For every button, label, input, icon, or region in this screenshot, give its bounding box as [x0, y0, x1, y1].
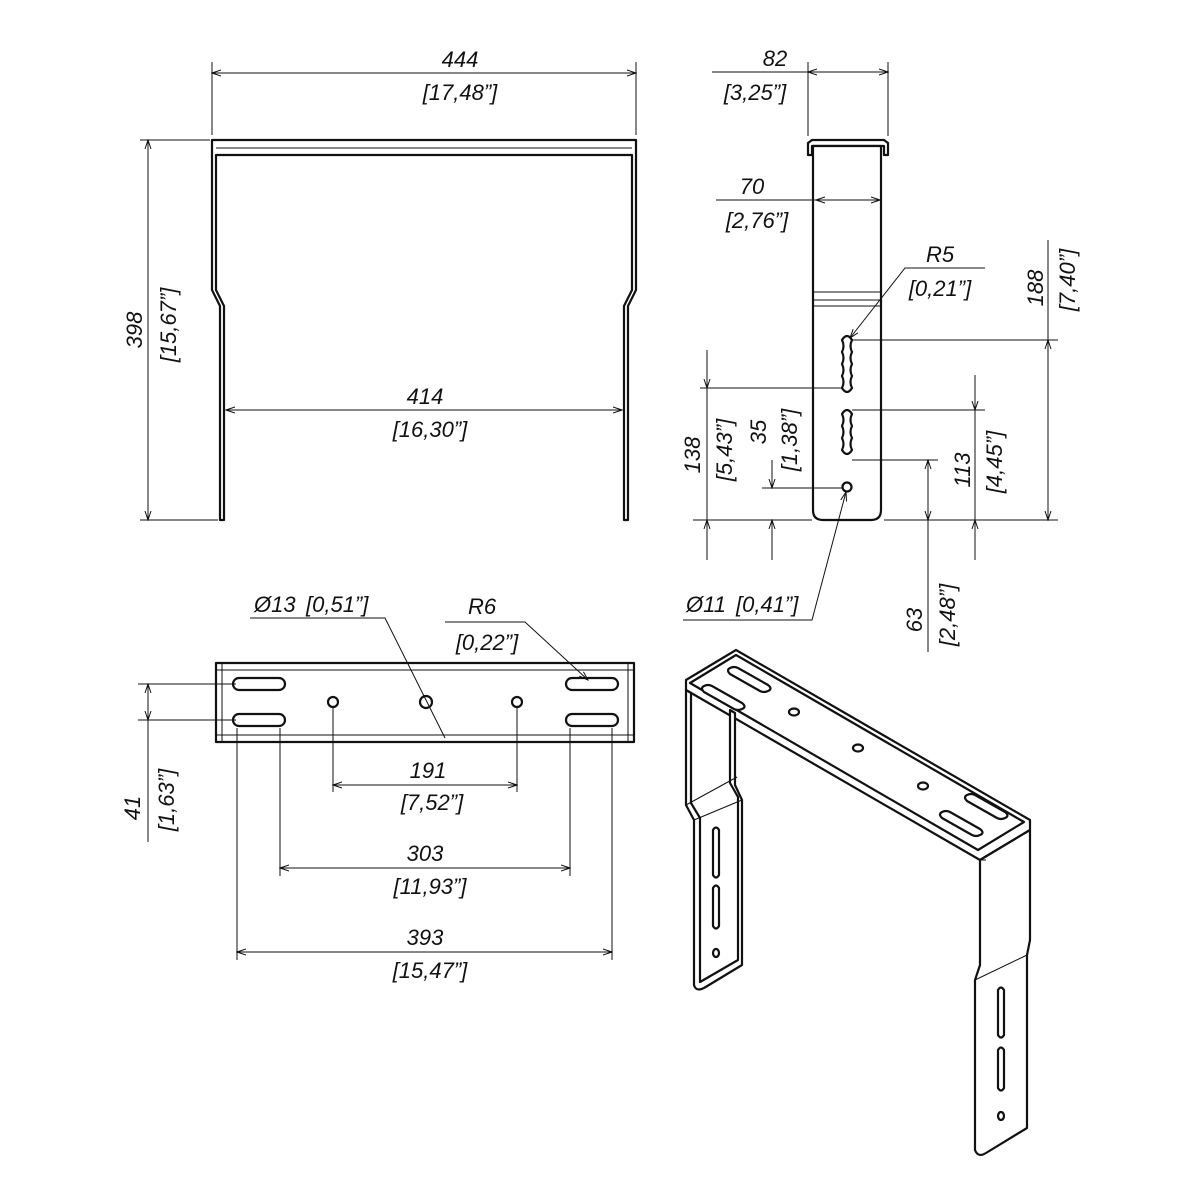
- dim-35: 35 [1,38”]: [746, 408, 842, 560]
- dim-label: [5,43”]: [712, 418, 737, 482]
- dim-r6: R6 [0,22”]: [445, 594, 588, 680]
- dim-label: 63: [902, 607, 927, 632]
- dim-label: [7,40”]: [1055, 248, 1080, 312]
- iso-leg-slots: [711, 826, 1006, 1122]
- iso-left-leg: [684, 688, 744, 991]
- dim-444: 444 [17,48”]: [212, 47, 636, 135]
- dim-label: 113: [950, 452, 975, 488]
- dim-191: 191 [7,52”]: [333, 708, 517, 815]
- side-view: 82 [3,25”] 70 [2,76”] R5 [0,21”] 188 [7,…: [680, 46, 1080, 652]
- isometric-view: [684, 648, 1032, 1157]
- dim-label: [0,51”]: [305, 592, 369, 617]
- dim-63: 63 [2,48”]: [852, 460, 960, 652]
- slot: [564, 712, 620, 728]
- dim-label: 138: [680, 436, 705, 473]
- hole: [326, 695, 340, 709]
- front-view: 444 [17,48”] 398 [15,67”] 414 [16,30”]: [122, 47, 638, 522]
- dim-label: 191: [410, 758, 447, 783]
- dim-r5: R5 [0,21”]: [850, 242, 985, 338]
- dim-label: [2,76”]: [725, 208, 789, 233]
- dim-label: 70: [740, 174, 765, 199]
- dim-label: 398: [122, 311, 147, 348]
- dim-label: [16,30”]: [392, 417, 468, 442]
- dim-hole-13: Ø13 [0,51”]: [250, 592, 446, 739]
- dim-label: [15,47”]: [392, 958, 468, 983]
- side-hole: [841, 481, 853, 493]
- dim-label: 303: [407, 841, 444, 866]
- side-strip: [811, 144, 883, 522]
- dim-hole-11: Ø11 [0,41”]: [683, 492, 846, 621]
- dim-label: [11,93”]: [393, 874, 468, 899]
- dim-label: Ø13: [253, 592, 296, 617]
- dim-label: [0,21”]: [908, 276, 972, 301]
- dim-label: 444: [442, 47, 479, 72]
- hole: [510, 695, 524, 709]
- dim-label: 41: [120, 796, 145, 820]
- slot: [564, 676, 620, 692]
- dim-138: 138 [5,43”]: [680, 350, 842, 560]
- dim-113: 113 [4,45”]: [852, 375, 1007, 560]
- dim-label: 188: [1023, 269, 1048, 306]
- upper-slot: [840, 334, 854, 394]
- iso-slots: [700, 665, 1009, 838]
- dim-label: R5: [926, 242, 955, 267]
- dim-label: 393: [407, 925, 444, 950]
- dim-303: 303 [11,93”]: [280, 728, 570, 899]
- dim-label: [1,38”]: [777, 408, 802, 472]
- dim-label: [3,25”]: [723, 80, 787, 105]
- dim-label: Ø11: [685, 592, 726, 617]
- dim-label: 82: [763, 46, 787, 71]
- dim-label: 35: [746, 419, 771, 444]
- dim-label: [1,63”]: [154, 768, 179, 832]
- dim-label: [0,41”]: [735, 592, 799, 617]
- dim-label: [0,22”]: [455, 630, 519, 655]
- dim-41: 41 [1,63”]: [120, 684, 236, 842]
- slot: [231, 712, 287, 728]
- dim-70: 70 [2,76”]: [716, 174, 880, 233]
- dim-label: R6: [468, 594, 497, 619]
- dim-82: 82 [3,25”]: [712, 46, 888, 136]
- hole: [418, 694, 434, 710]
- dim-label: [4,45”]: [982, 430, 1007, 494]
- dim-393: 393 [15,47”]: [237, 728, 612, 983]
- dim-label: 414: [407, 384, 444, 409]
- dim-label: [17,48”]: [422, 80, 498, 105]
- slot: [231, 676, 287, 692]
- front-bracket-outline: [210, 138, 638, 522]
- dim-label: [7,52”]: [400, 790, 464, 815]
- dim-398: 398 [15,67”]: [122, 140, 218, 520]
- dim-label: [2,48”]: [935, 583, 960, 647]
- dim-label: [15,67”]: [156, 287, 181, 363]
- dim-414: 414 [16,30”]: [226, 384, 622, 442]
- dim-188: 188 [7,40”]: [852, 240, 1080, 520]
- bottom-view: Ø13 [0,51”] R6 [0,22”] 191 [7,52”] 303 […: [120, 592, 636, 983]
- lower-slot: [840, 408, 854, 456]
